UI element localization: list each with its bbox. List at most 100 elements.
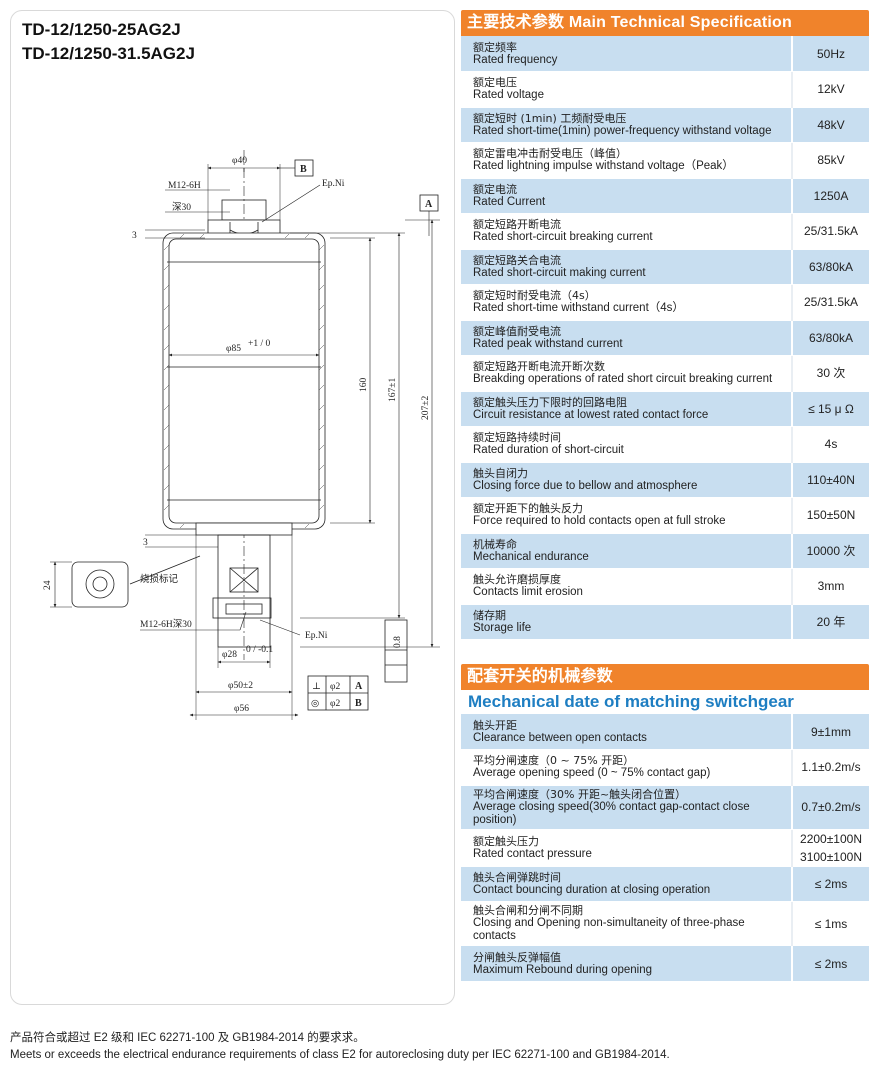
param-name-zh: 分闸触头反弹幅值 xyxy=(473,950,561,964)
param-name-zh: 额定触头压力 xyxy=(473,834,539,848)
mech-spec-subtitle: Mechanical date of matching switchgear xyxy=(461,690,869,714)
param-name-en: Contact bouncing duration at closing ope… xyxy=(473,883,711,896)
param-value-cell: 4s xyxy=(792,426,869,463)
param-name-cell: 平均分闸速度（0 ~ 75% 开距）Average opening speed … xyxy=(461,749,793,786)
param-name-en: Rated peak withstand current xyxy=(473,337,623,350)
label-d50: φ50±2 xyxy=(228,681,253,691)
label-thread-bottom: M12-6H深30 xyxy=(140,619,192,630)
param-name-en: Force required to hold contacts open at … xyxy=(473,515,726,528)
label-height-160: 160 xyxy=(359,378,369,393)
param-name-en: Clearance between open contacts xyxy=(473,731,647,744)
param-value: 1250A xyxy=(813,188,849,203)
param-value-cell: 3mm xyxy=(792,568,869,605)
param-name-zh: 触头自闭力 xyxy=(473,466,528,480)
main-spec-header: 主要技术参数 Main Technical Specification xyxy=(461,10,869,36)
technical-drawing: φ40 B Ep.Ni M12-6H 深30 3 A φ85 +1 / 0 16… xyxy=(43,150,440,720)
label-body-diameter: φ85 xyxy=(226,344,241,354)
param-name-en: Rated short-time withstand current（4s） xyxy=(473,302,684,315)
param-name-zh: 额定频率 xyxy=(473,40,517,54)
param-value-cell: 63/80kA xyxy=(792,320,869,356)
param-name-zh: 额定触头压力下限时的回路电阻 xyxy=(473,395,627,409)
param-value: ≤ 1ms xyxy=(814,916,848,931)
label-datum-a: A xyxy=(425,199,433,210)
param-value-cell: ≤ 1ms xyxy=(792,901,869,947)
param-name-zh: 额定短路持续时间 xyxy=(473,431,561,445)
model-title-2: TD-12/1250-31.5AG2J xyxy=(22,44,195,63)
param-value: 50Hz xyxy=(816,46,845,61)
param-value-cell: ≤ 2ms xyxy=(792,945,869,982)
param-name-cell: 平均合闸速度（30% 开距~触头闭合位置）Average closing spe… xyxy=(461,785,793,830)
param-value-cell: ≤ 2ms xyxy=(792,866,869,903)
param-name-en: Average opening speed (0 ~ 75% contact g… xyxy=(473,767,711,780)
label-height-167: 167±1 xyxy=(388,378,398,402)
param-value: 25/31.5kA xyxy=(803,224,859,239)
label-datum-b: B xyxy=(300,164,307,175)
param-name-zh: 机械寿命 xyxy=(473,537,517,551)
param-name-en: Rated Current xyxy=(473,195,546,208)
param-name-en: Rated duration of short-circuit xyxy=(473,444,624,457)
param-name-zh: 触头合闸弹跳时间 xyxy=(473,870,561,884)
label-shaft-tol: 0 / -0.1 xyxy=(246,645,273,655)
spec-panel: 主要技术参数 Main Technical Specification 额定频率… xyxy=(461,10,869,982)
label-dim-3-top: 3 xyxy=(132,231,137,241)
param-name-en: Maximum Rebound during opening xyxy=(473,963,652,976)
param-value-cell: ≤ 15 μ Ω xyxy=(792,391,869,427)
param-name-zh: 额定短路开断电流 xyxy=(473,218,561,232)
table-row: 平均合闸速度（30% 开距~触头闭合位置）Average closing spe… xyxy=(461,785,869,830)
label-ep-ni-top: Ep.Ni xyxy=(322,179,345,189)
model-titles: TD-12/1250-25AG2J TD-12/1250-31.5AG2J xyxy=(22,18,195,66)
param-value-cell: 110±40N xyxy=(792,462,869,498)
table-row: 额定短时耐受电流（4s）Rated short-time withstand c… xyxy=(461,284,869,321)
param-name-zh: 触头允许磨损厚度 xyxy=(473,573,561,587)
label-perp-symbol: ⊥ xyxy=(312,682,321,692)
param-name-en: Contacts limit erosion xyxy=(473,586,583,599)
param-name-en: Rated short-circuit making current xyxy=(473,266,646,279)
param-name-en: Rated short-time(1min) power-frequency w… xyxy=(473,124,772,137)
param-value: ≤ 15 μ Ω xyxy=(808,401,854,416)
param-value: 10000 次 xyxy=(806,543,856,558)
param-value: 150±50N xyxy=(806,508,856,523)
param-name-en: Closing and Opening non-simultaneity of … xyxy=(473,917,745,943)
param-name-zh: 触头开距 xyxy=(473,718,517,732)
label-height-207: 207±2 xyxy=(421,396,431,420)
param-value: 20 年 xyxy=(816,614,846,629)
label-d56: φ56 xyxy=(234,704,249,714)
param-value-cell: 1.1±0.2m/s xyxy=(792,749,869,786)
param-value: ≤ 2ms xyxy=(814,876,848,891)
param-value: 0.7±0.2m/s xyxy=(801,800,861,815)
param-name-en: Average closing speed(30% contact gap-co… xyxy=(473,800,750,826)
param-value-cell: 30 次 xyxy=(792,355,869,392)
param-value: 4s xyxy=(824,437,838,452)
param-name-en: Rated short-circuit breaking current xyxy=(473,231,653,244)
label-dim-24: 24 xyxy=(43,580,53,590)
param-value-cell: 12kV xyxy=(792,71,869,108)
label-dim-3-bottom: 3 xyxy=(143,538,148,548)
label-coax-value: φ2 xyxy=(330,699,340,709)
param-value: 48kV xyxy=(817,117,845,132)
param-name-zh: 平均分闸速度（0 ~ 75% 开距） xyxy=(473,754,635,768)
label-perp-value: φ2 xyxy=(330,682,340,692)
param-value-cell: 63/80kA xyxy=(792,249,869,285)
param-value: 63/80kA xyxy=(808,259,854,274)
param-name-zh: 平均合闸速度（30% 开距~触头闭合位置） xyxy=(473,787,687,801)
model-title-1: TD-12/1250-25AG2J xyxy=(22,20,181,39)
param-name-zh: 储存期 xyxy=(473,608,506,622)
